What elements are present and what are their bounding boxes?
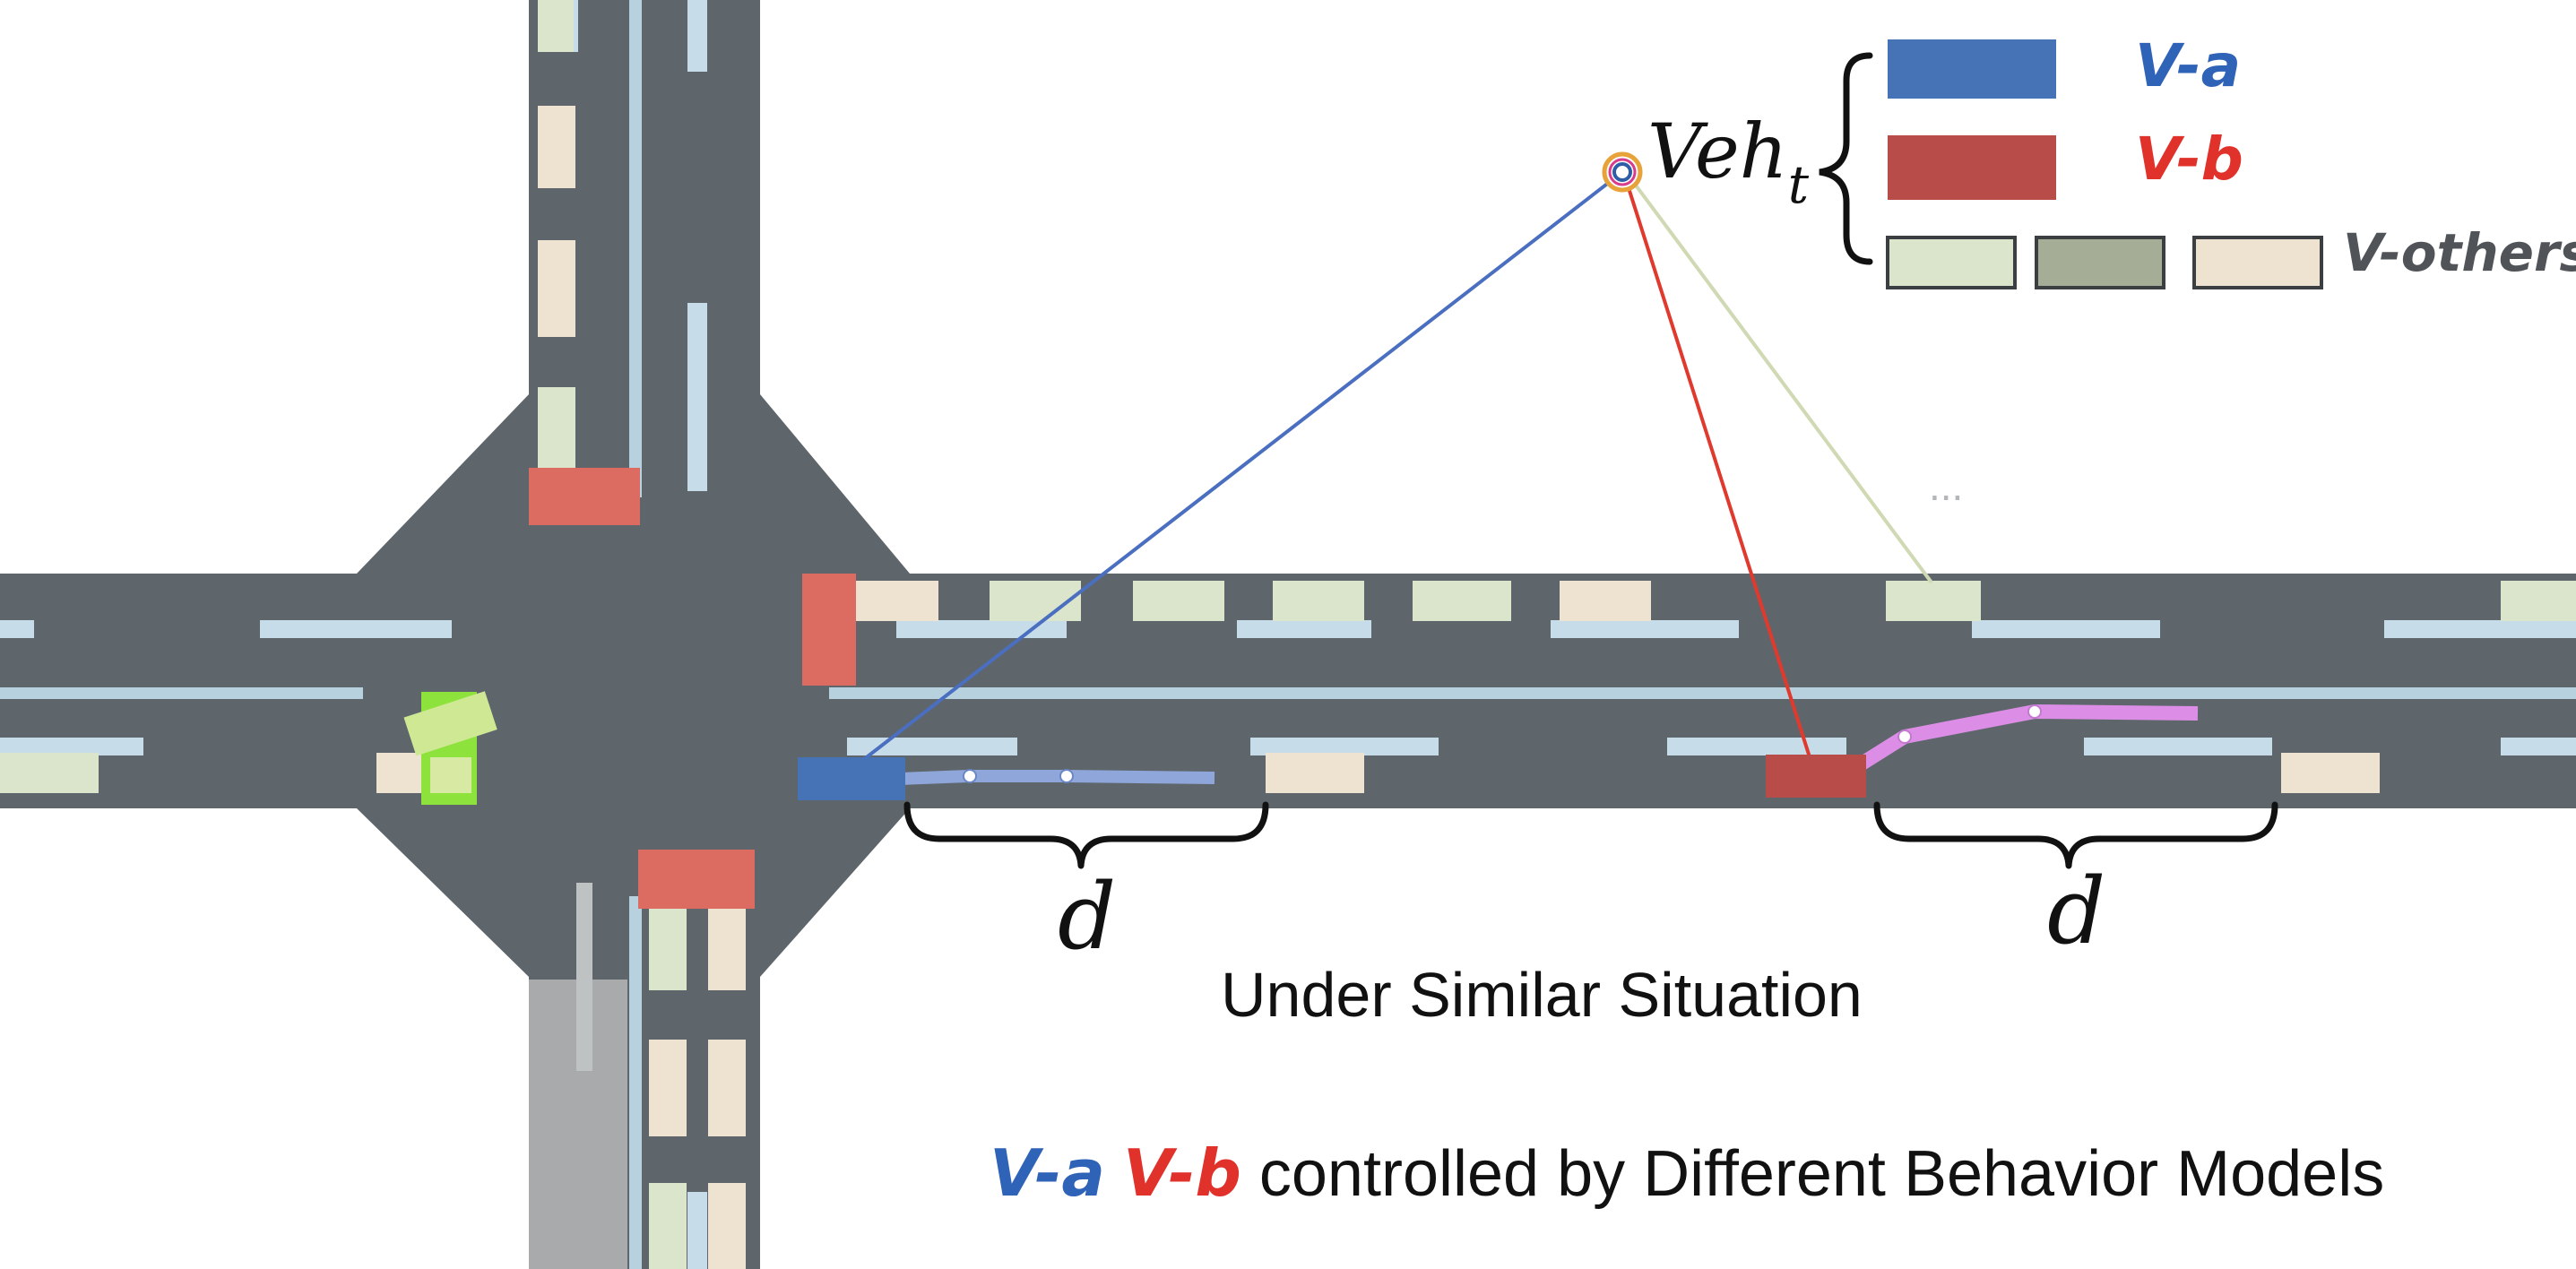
vehicle-stopped-red [638,850,755,909]
legend-label-vb: V-b [2135,125,2243,194]
veh-t-label: Veht [1647,108,1810,215]
lane-dash [2384,620,2576,638]
vehicle-vb [1766,755,1866,798]
vehicle-turning-green-cab [430,757,471,793]
caption-models-rest: controlled by Different Behavior Models [1259,1138,2384,1210]
trajectory-point [2027,704,2042,719]
lane-divider [829,687,2576,699]
veh-t-node-ring [1608,158,1637,186]
distance-brace-left-path [903,801,1269,869]
vehicle-other [649,1040,687,1136]
lane-dash [687,303,707,491]
legend-brace [1819,52,1873,265]
trajectory-va [876,770,1215,786]
vehicle-other [2501,581,2576,621]
lane-dash [1551,620,1739,638]
vehicle-turning-green [403,691,497,805]
intersection-area [357,394,910,977]
distance-brace-left: d [903,801,1269,971]
trajectory-vb [1837,704,2199,782]
vehicle-other [1133,581,1224,621]
vehicle-other [847,581,938,621]
stopped-vehicles [403,468,856,909]
vehicle-other [649,901,687,990]
vehicle-turning-green-body [403,691,497,756]
vehicle-other [1886,581,1981,621]
vehicle-other [538,387,575,479]
lane-dash [1667,738,1846,755]
vehicle-other [1413,581,1511,621]
caption-models: V-a V-b controlled by Different Behavior… [990,1135,2384,1211]
distance-brace-right: d [1873,801,2278,965]
link-va [850,170,1624,771]
vehicle-other [2281,753,2380,793]
vehicle-other [1266,753,1364,793]
caption-models-va: V-a [990,1135,1105,1211]
distance-label-left: d [1058,864,1116,971]
lane-divider [629,0,642,497]
lane-divider [629,896,642,1269]
legend-swatch-other [2192,236,2323,289]
legend: V-a V-b V-others [1819,31,2576,289]
lane-dash [260,620,452,638]
lane-dash [1972,620,2160,638]
vehicle-other [538,0,574,52]
trajectory-point [1059,769,1074,783]
vehicle-other [538,106,575,188]
lane-dash [847,738,1017,755]
link-vb [1622,173,1812,761]
legend-swatch-other [2035,236,2165,289]
lane-dash [687,0,707,72]
lane-dash [1237,620,1371,638]
caption-models-vb: V-b [1123,1135,1241,1211]
distance-label-right: d [2047,859,2105,965]
vehicle-other [0,753,99,793]
crosswalk-stripe [576,883,592,1071]
vehicle-other [538,240,575,337]
lane-dash [0,738,143,755]
vehicle-other [1273,581,1364,621]
vehicle-va [798,757,905,800]
legend-swatch-vb [1888,135,2056,200]
links [850,170,1933,771]
legend-label-va: V-a [2135,31,2241,100]
distance-brace-right-path [1873,801,2278,869]
link-others [1624,170,1933,584]
vehicle-other [708,901,746,990]
lane-dash [1250,738,1439,755]
ellipsis-more-vehicles: ... [1929,462,1963,509]
veh-t-node-core [1612,162,1632,182]
legend-swatch-other [1886,236,2017,289]
lane-divider [0,687,363,699]
lane-dash [687,1192,707,1269]
vehicle-stopped-red [529,468,640,525]
legend-label-others: V-others [2343,222,2576,283]
lane-dash [2501,738,2576,755]
lane-dash [0,620,34,638]
vehicle-other [708,1040,746,1136]
vehicle-other [649,1183,687,1269]
vehicle-stopped-red [802,574,856,686]
legend-swatch-va [1888,39,2056,99]
vehicle-other [1560,581,1651,621]
veh-t-node [1602,151,1643,193]
lane-dash [2084,738,2272,755]
trajectory-point [963,769,977,783]
caption-situation: Under Similar Situation [1221,960,1863,1030]
trajectory-point [1897,729,1912,744]
vehicle-other [708,1183,746,1269]
